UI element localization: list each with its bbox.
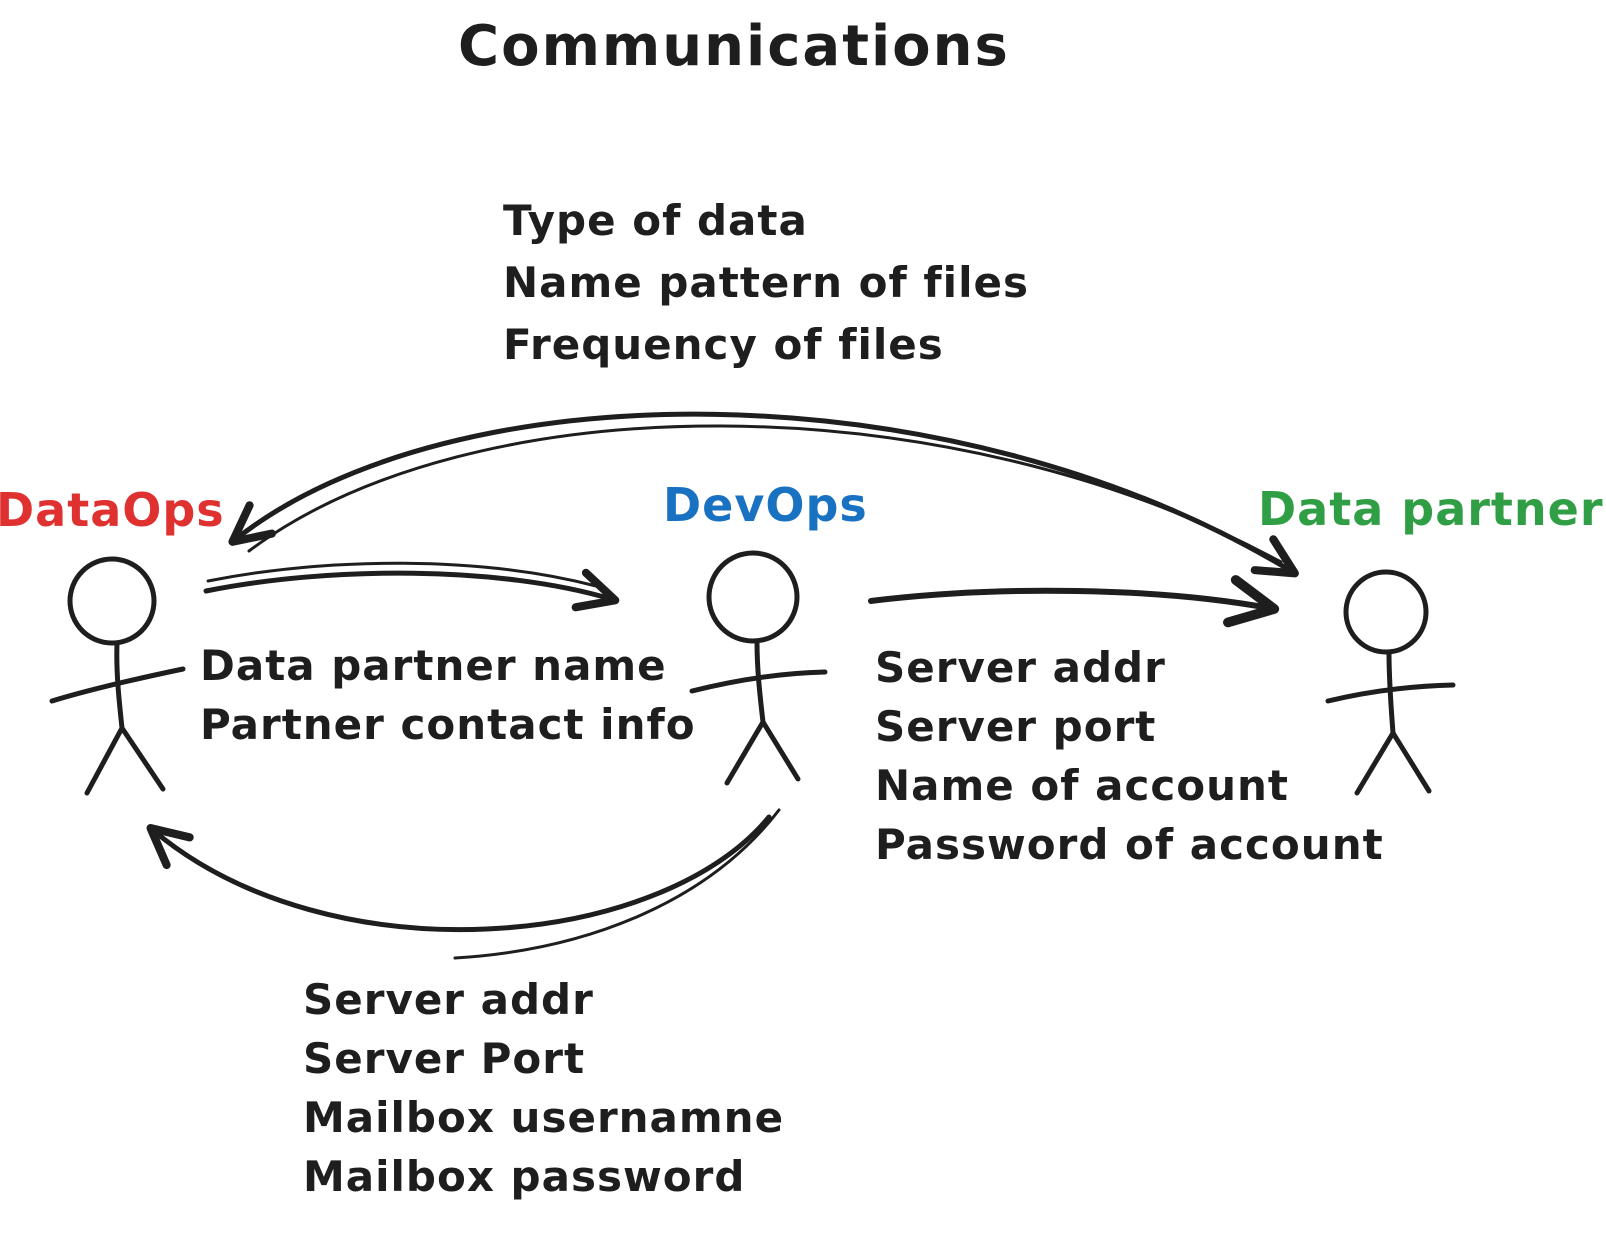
arrow-dataops-devops-line: [203, 568, 620, 612]
arrow-dataops-devops: [203, 561, 620, 612]
devops-person-icon: [689, 550, 828, 786]
dataops-body: [49, 641, 186, 796]
edge-label-line: Server port: [875, 702, 1157, 751]
arrow-devops-dataops: [146, 808, 781, 960]
edge-label-line: Data partner name: [200, 641, 667, 690]
arrow-dataops-devops-sketchline: [206, 561, 598, 588]
datapartner-person-icon: [1325, 569, 1456, 796]
datapartner-head: [1343, 569, 1429, 655]
arrow-devops-dataops-sketchline: [453, 808, 781, 960]
edge-label-line: Partner contact info: [200, 700, 696, 749]
arrow-dataops-datapartner-line: [228, 411, 1299, 578]
edge-label-dataops-devops: Data partner name Partner contact info: [200, 636, 696, 754]
arrow-devops-datapartner-line: [868, 575, 1280, 628]
edge-label-line: Frequency of files: [503, 320, 944, 369]
actor-label-devops: DevOps: [663, 478, 868, 532]
arrow-devops-datapartner: [868, 575, 1280, 628]
actor-label-datapartner: Data partner: [1258, 482, 1604, 536]
devops-body: [689, 639, 828, 786]
diagram-title: Communications: [458, 14, 1010, 79]
arrow-devops-dataops-line: [146, 814, 772, 933]
dataops-person-icon: [49, 556, 186, 796]
dataops-head: [67, 556, 157, 646]
arrow-dataops-datapartner-sketchline: [247, 424, 1283, 564]
edge-label-line: Server addr: [875, 643, 1166, 692]
edge-label-line: Mailbox password: [303, 1152, 746, 1201]
edge-label-line: Type of data: [503, 196, 808, 245]
edge-label-line: Name of account: [875, 761, 1289, 810]
edge-label-line: Server addr: [303, 975, 594, 1024]
edge-label-line: Password of account: [875, 820, 1384, 869]
datapartner-body: [1325, 650, 1456, 796]
edge-label-line: Mailbox usernamne: [303, 1093, 785, 1142]
arrow-dataops-datapartner: [228, 411, 1299, 578]
edge-label-devops-dataops: Server addr Server Port Mailbox usernamn…: [303, 970, 784, 1206]
actor-label-dataops: DataOps: [0, 483, 225, 537]
edge-label-dataops-datapartner: Type of data Name pattern of files Frequ…: [503, 190, 1029, 376]
edge-label-line: Name pattern of files: [503, 258, 1029, 307]
edge-label-line: Server Port: [303, 1034, 586, 1083]
edge-label-devops-datapartner: Server addr Server port Name of account …: [875, 638, 1384, 874]
devops-head: [706, 550, 800, 644]
